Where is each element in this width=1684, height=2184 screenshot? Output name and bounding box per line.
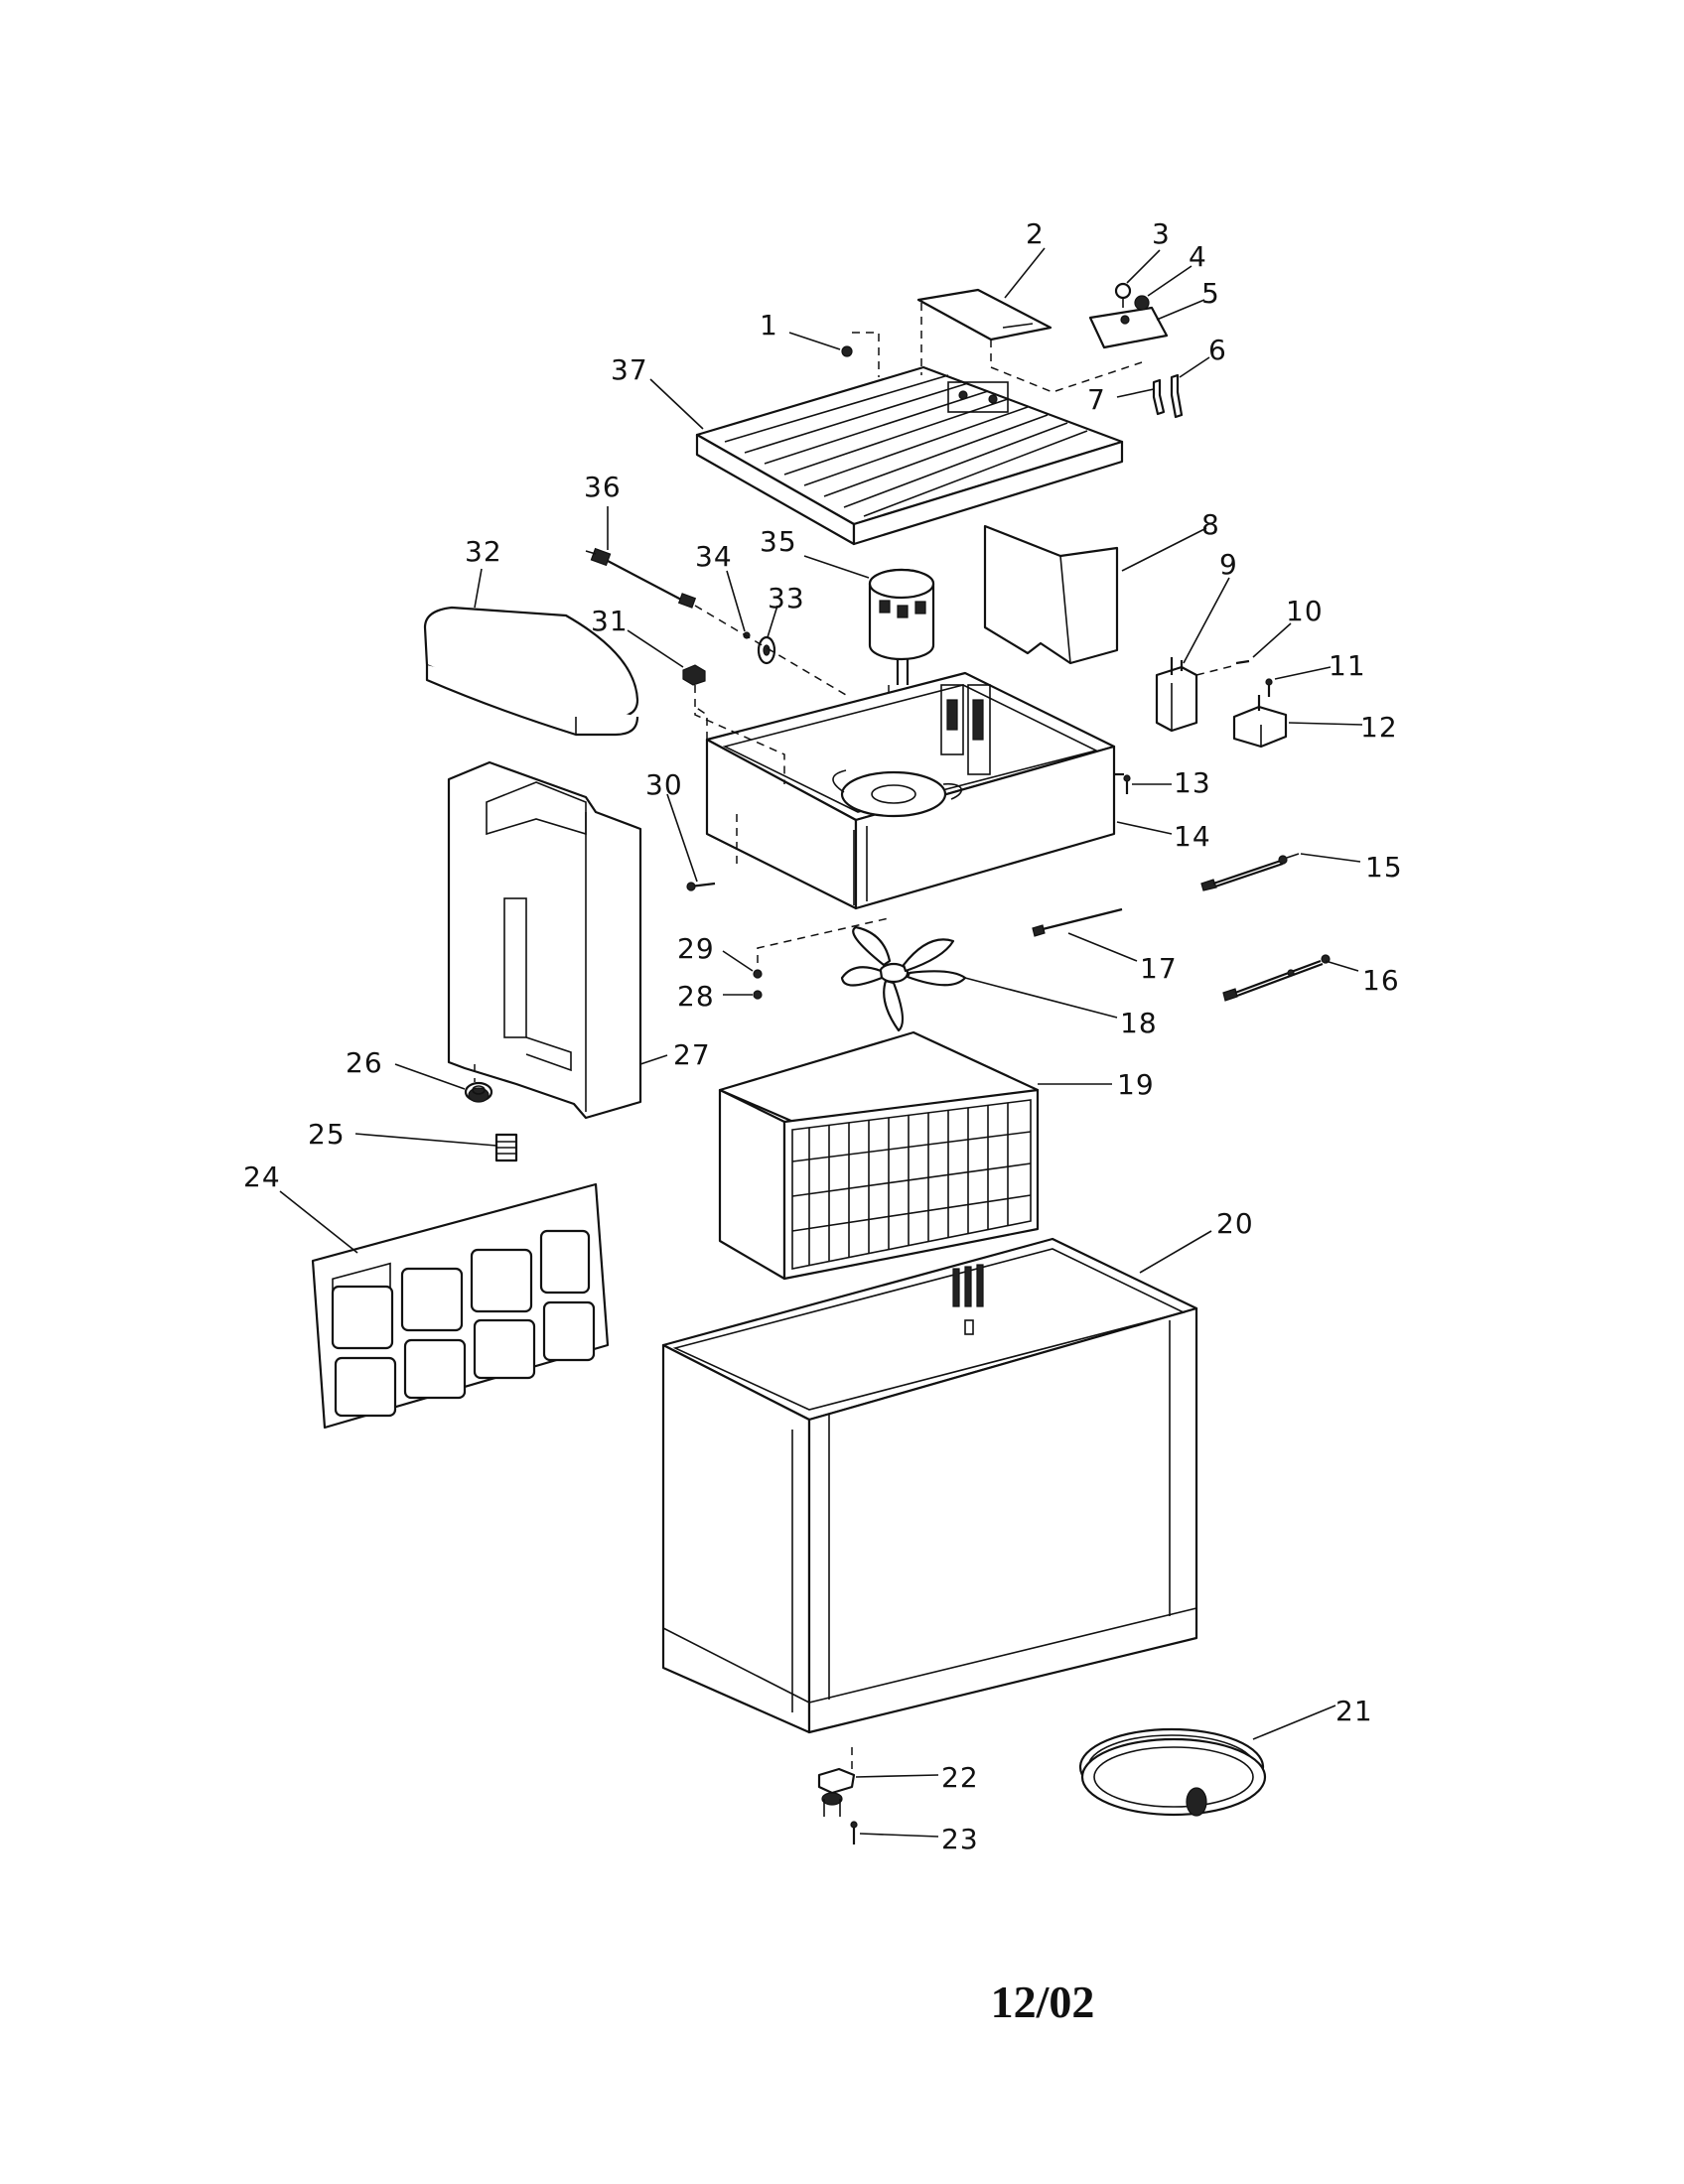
part-18-fan-blade	[840, 925, 967, 1032]
callout-24: 24	[243, 1160, 281, 1193]
callout-36: 36	[584, 471, 622, 503]
part-32-pad	[423, 606, 639, 737]
callout-19: 19	[1117, 1068, 1155, 1101]
part-10-screw	[1235, 659, 1250, 665]
part-25-spring	[494, 1133, 518, 1162]
part-24-air-filter	[311, 1182, 610, 1430]
callout-9: 9	[1219, 548, 1238, 581]
callout-14: 14	[1174, 820, 1211, 853]
part-13-screw	[1123, 774, 1131, 794]
part-35-motor	[868, 568, 935, 685]
part-28-nut	[753, 990, 763, 1000]
callout-17: 17	[1140, 952, 1178, 985]
part-9-control	[1155, 657, 1198, 733]
callout-27: 27	[673, 1038, 711, 1071]
callout-32: 32	[465, 535, 502, 568]
callout-4: 4	[1189, 240, 1207, 273]
callout-33: 33	[768, 582, 805, 614]
callout-2: 2	[1026, 217, 1045, 250]
callout-25: 25	[308, 1118, 346, 1151]
part-31-clip	[682, 664, 706, 686]
part-14-housing	[705, 671, 1124, 910]
part-20-base	[661, 1237, 1198, 1734]
date-code: 12/02	[990, 1977, 1095, 2027]
part-27-water-tank	[447, 760, 642, 1120]
callout-21: 21	[1335, 1695, 1373, 1727]
callout-8: 8	[1201, 508, 1220, 541]
part-33-bushing	[757, 635, 776, 665]
part-3-knob	[1114, 282, 1132, 308]
callout-16: 16	[1362, 964, 1400, 997]
part-17-wire	[1032, 907, 1123, 937]
callout-23: 23	[941, 1823, 979, 1855]
callout-20: 20	[1216, 1207, 1254, 1240]
callout-labels: 1 2 3 4 5 6 7 8 9 10 11 12 13 14 15 16 1…	[243, 217, 1403, 1855]
callout-6: 6	[1208, 334, 1227, 366]
part-4-nut	[1134, 295, 1150, 311]
callout-11: 11	[1329, 649, 1366, 682]
callout-3: 3	[1152, 217, 1171, 250]
callout-15: 15	[1365, 851, 1403, 884]
callout-1: 1	[760, 309, 778, 341]
part-22-valve	[817, 1767, 856, 1817]
callout-7: 7	[1087, 383, 1106, 416]
part-36-power-cord	[585, 547, 697, 609]
part-5-bracket	[1088, 306, 1169, 349]
callout-12: 12	[1360, 711, 1398, 744]
part-2-panel	[916, 288, 1052, 341]
part-19-wick-filter	[718, 1030, 1040, 1281]
part-16-wire	[1222, 954, 1331, 1002]
leader-lines	[279, 247, 1363, 1838]
callout-29: 29	[677, 932, 715, 965]
callout-34: 34	[695, 540, 733, 573]
part-29-washer	[753, 969, 763, 979]
part-8-shield	[983, 524, 1119, 665]
callout-5: 5	[1201, 277, 1220, 310]
part-1-screw	[841, 345, 853, 357]
part-21-hose	[1078, 1727, 1267, 1817]
part-37-top-cover	[695, 365, 1124, 546]
part-12-switch	[1232, 695, 1288, 749]
callout-18: 18	[1120, 1007, 1158, 1039]
part-26-cap	[464, 1081, 493, 1103]
callout-10: 10	[1286, 595, 1324, 627]
callout-31: 31	[591, 605, 629, 637]
callout-30: 30	[645, 768, 683, 801]
callout-22: 22	[941, 1761, 979, 1794]
part-30-screw	[686, 882, 716, 891]
part-6-terminal	[1170, 373, 1184, 419]
part-7-terminal	[1152, 378, 1166, 416]
callout-37: 37	[611, 353, 648, 386]
part-11-screw	[1265, 678, 1273, 697]
part-23-screw	[850, 1821, 858, 1844]
callout-13: 13	[1174, 766, 1211, 799]
part-15-wire	[1200, 853, 1300, 891]
callout-35: 35	[760, 525, 797, 558]
callout-28: 28	[677, 980, 715, 1013]
callout-26: 26	[346, 1046, 383, 1079]
